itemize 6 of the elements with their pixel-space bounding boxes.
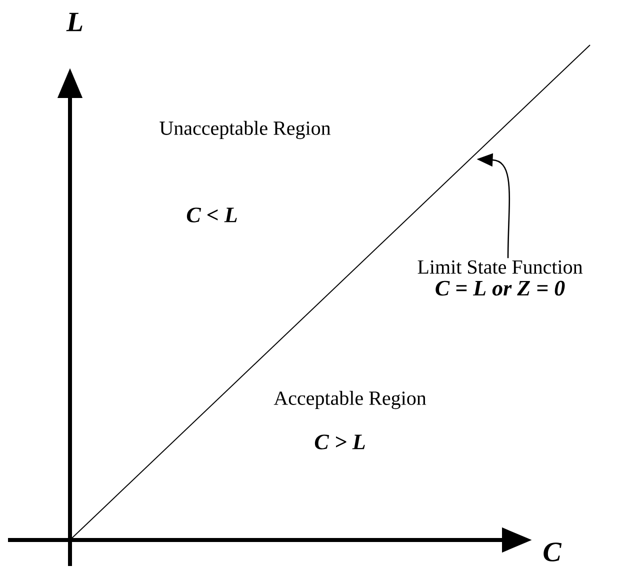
axis-label: L (66, 12, 82, 32)
limit-state-line (70, 44, 590, 540)
region-label: Acceptable Region (274, 390, 426, 410)
region-label: Unacceptable Region (160, 120, 331, 140)
region-label: C < L (186, 208, 237, 222)
region-label: C > L (314, 434, 365, 450)
